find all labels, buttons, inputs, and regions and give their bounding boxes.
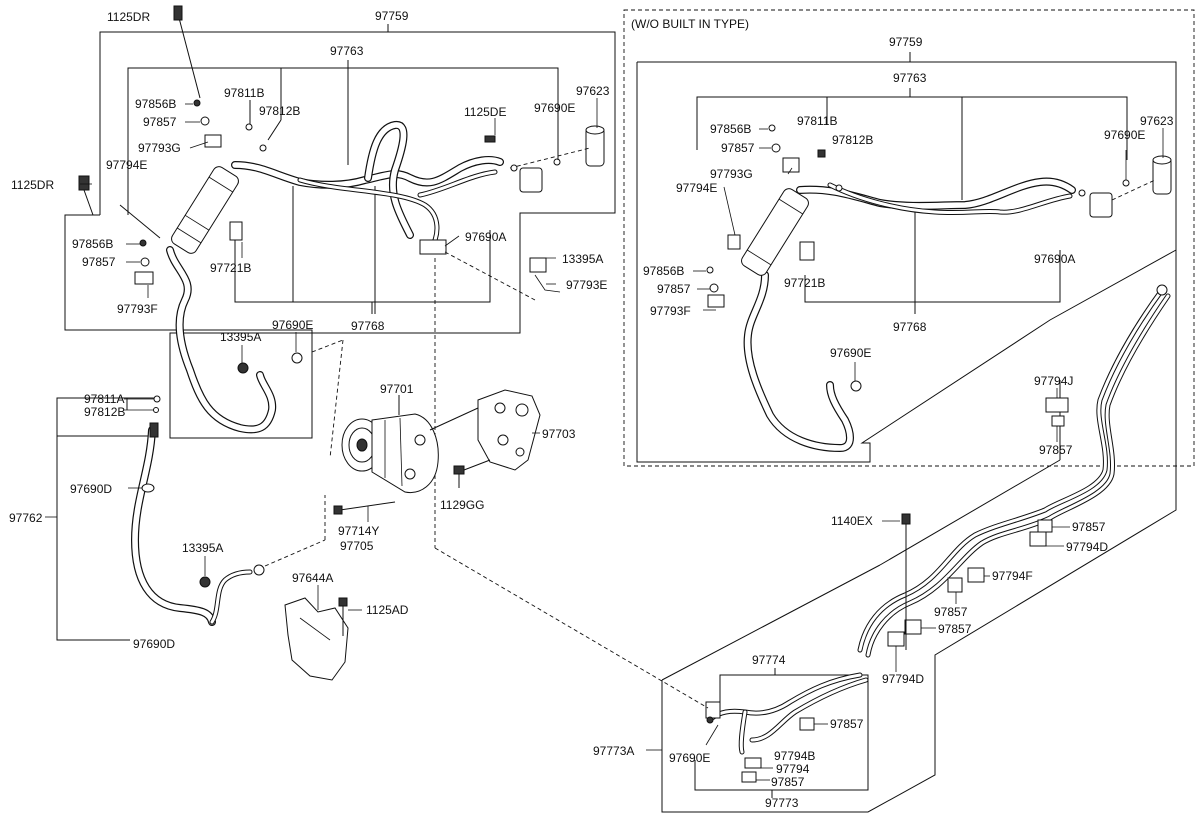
label-v-97759[interactable]: 97759 [889, 35, 923, 49]
variant-panel [623, 9, 1195, 467]
label-1125ad[interactable]: 1125AD [366, 603, 409, 617]
label-97857-b[interactable]: 97857 [1072, 520, 1106, 534]
label-97857-c[interactable]: 97857 [934, 605, 968, 619]
label-v-97690e-top[interactable]: 97690E [1104, 128, 1145, 142]
label-1125dr-left[interactable]: 1125DR [11, 178, 54, 192]
label-97721b[interactable]: 97721B [210, 261, 251, 275]
label-1129gg[interactable]: 1129GG [440, 498, 484, 512]
label-13395a-right[interactable]: 13395A [562, 252, 603, 266]
label-v-97793f[interactable]: 97793F [650, 304, 691, 318]
label-97773[interactable]: 97773 [765, 796, 799, 810]
label-97763[interactable]: 97763 [330, 44, 364, 58]
label-97690a[interactable]: 97690A [465, 230, 506, 244]
label-97768[interactable]: 97768 [351, 319, 385, 333]
part-labels: 1125DR 97759 97763 97811B 97812B 97856B … [9, 9, 1174, 810]
label-97793f[interactable]: 97793F [117, 302, 158, 316]
label-97794[interactable]: 97794 [776, 762, 810, 776]
main-hose-assembly [64, 5, 616, 548]
label-97644a[interactable]: 97644A [292, 571, 333, 585]
label-97714y[interactable]: 97714Y [338, 524, 379, 538]
label-v-97721b[interactable]: 97721B [784, 276, 825, 290]
label-97793g[interactable]: 97793G [138, 141, 181, 155]
label-97857-d[interactable]: 97857 [938, 622, 972, 636]
label-97623[interactable]: 97623 [576, 84, 610, 98]
label-v-97793g[interactable]: 97793G [710, 167, 753, 181]
label-v-97812b[interactable]: 97812B [832, 133, 873, 147]
label-97762[interactable]: 97762 [9, 511, 43, 525]
label-97773a[interactable]: 97773A [593, 744, 634, 758]
label-v-97857-mid[interactable]: 97857 [657, 282, 691, 296]
label-97856b[interactable]: 97856B [135, 97, 176, 111]
label-97811b[interactable]: 97811B [224, 86, 264, 100]
label-97703[interactable]: 97703 [542, 427, 576, 441]
label-97812b[interactable]: 97812B [259, 104, 300, 118]
label-1140ex[interactable]: 1140EX [831, 514, 873, 528]
label-97690d-left[interactable]: 97690D [70, 482, 112, 496]
label-97690e-top[interactable]: 97690E [534, 101, 575, 115]
compressor-assembly [284, 389, 541, 681]
label-13395a-mid[interactable]: 13395A [220, 330, 261, 344]
label-97857-mid[interactable]: 97857 [82, 255, 116, 269]
label-97794d-a[interactable]: 97794D [1066, 540, 1108, 554]
label-97856b-mid[interactable]: 97856B [72, 237, 113, 251]
label-1125dr-top[interactable]: 1125DR [107, 10, 150, 24]
label-v-97794e[interactable]: 97794E [676, 181, 717, 195]
label-v-97690e-mid[interactable]: 97690E [830, 346, 871, 360]
label-97811a[interactable]: 97811A [84, 392, 124, 406]
label-97690e-low[interactable]: 97690E [669, 751, 710, 765]
label-97794b[interactable]: 97794B [774, 749, 815, 763]
label-97794e[interactable]: 97794E [106, 158, 147, 172]
label-97759[interactable]: 97759 [375, 9, 409, 23]
label-v-97690a[interactable]: 97690A [1034, 252, 1075, 266]
variant-title: (W/O BUILT IN TYPE) [631, 17, 749, 31]
label-v-97856b[interactable]: 97856B [710, 122, 751, 136]
label-1125de[interactable]: 1125DE [464, 105, 506, 119]
label-97690d-bottom[interactable]: 97690D [133, 637, 175, 651]
label-v-97768[interactable]: 97768 [893, 320, 927, 334]
label-97705[interactable]: 97705 [340, 539, 374, 553]
label-97690e-mid[interactable]: 97690E [272, 318, 313, 332]
label-13395a-low[interactable]: 13395A [182, 541, 223, 555]
label-97857-f[interactable]: 97857 [771, 775, 805, 789]
label-97857-e[interactable]: 97857 [830, 717, 864, 731]
discharge-hose-assembly [45, 395, 326, 641]
label-97857-a[interactable]: 97857 [1039, 443, 1073, 457]
label-v-97857[interactable]: 97857 [721, 141, 755, 155]
label-97794d-b[interactable]: 97794D [882, 672, 924, 686]
label-97793e[interactable]: 97793E [566, 278, 607, 292]
label-97794f[interactable]: 97794F [992, 569, 1033, 583]
label-v-97623[interactable]: 97623 [1140, 114, 1174, 128]
label-97774[interactable]: 97774 [752, 653, 786, 667]
label-97794j[interactable]: 97794J [1034, 374, 1073, 388]
liquid-pipe-assembly [434, 250, 1177, 813]
label-v-97811b[interactable]: 97811B [797, 114, 837, 128]
label-97857[interactable]: 97857 [143, 115, 177, 129]
label-v-97856b-mid[interactable]: 97856B [643, 264, 684, 278]
label-97812b-left[interactable]: 97812B [84, 405, 125, 419]
label-97701[interactable]: 97701 [380, 382, 414, 396]
label-v-97763[interactable]: 97763 [893, 71, 927, 85]
